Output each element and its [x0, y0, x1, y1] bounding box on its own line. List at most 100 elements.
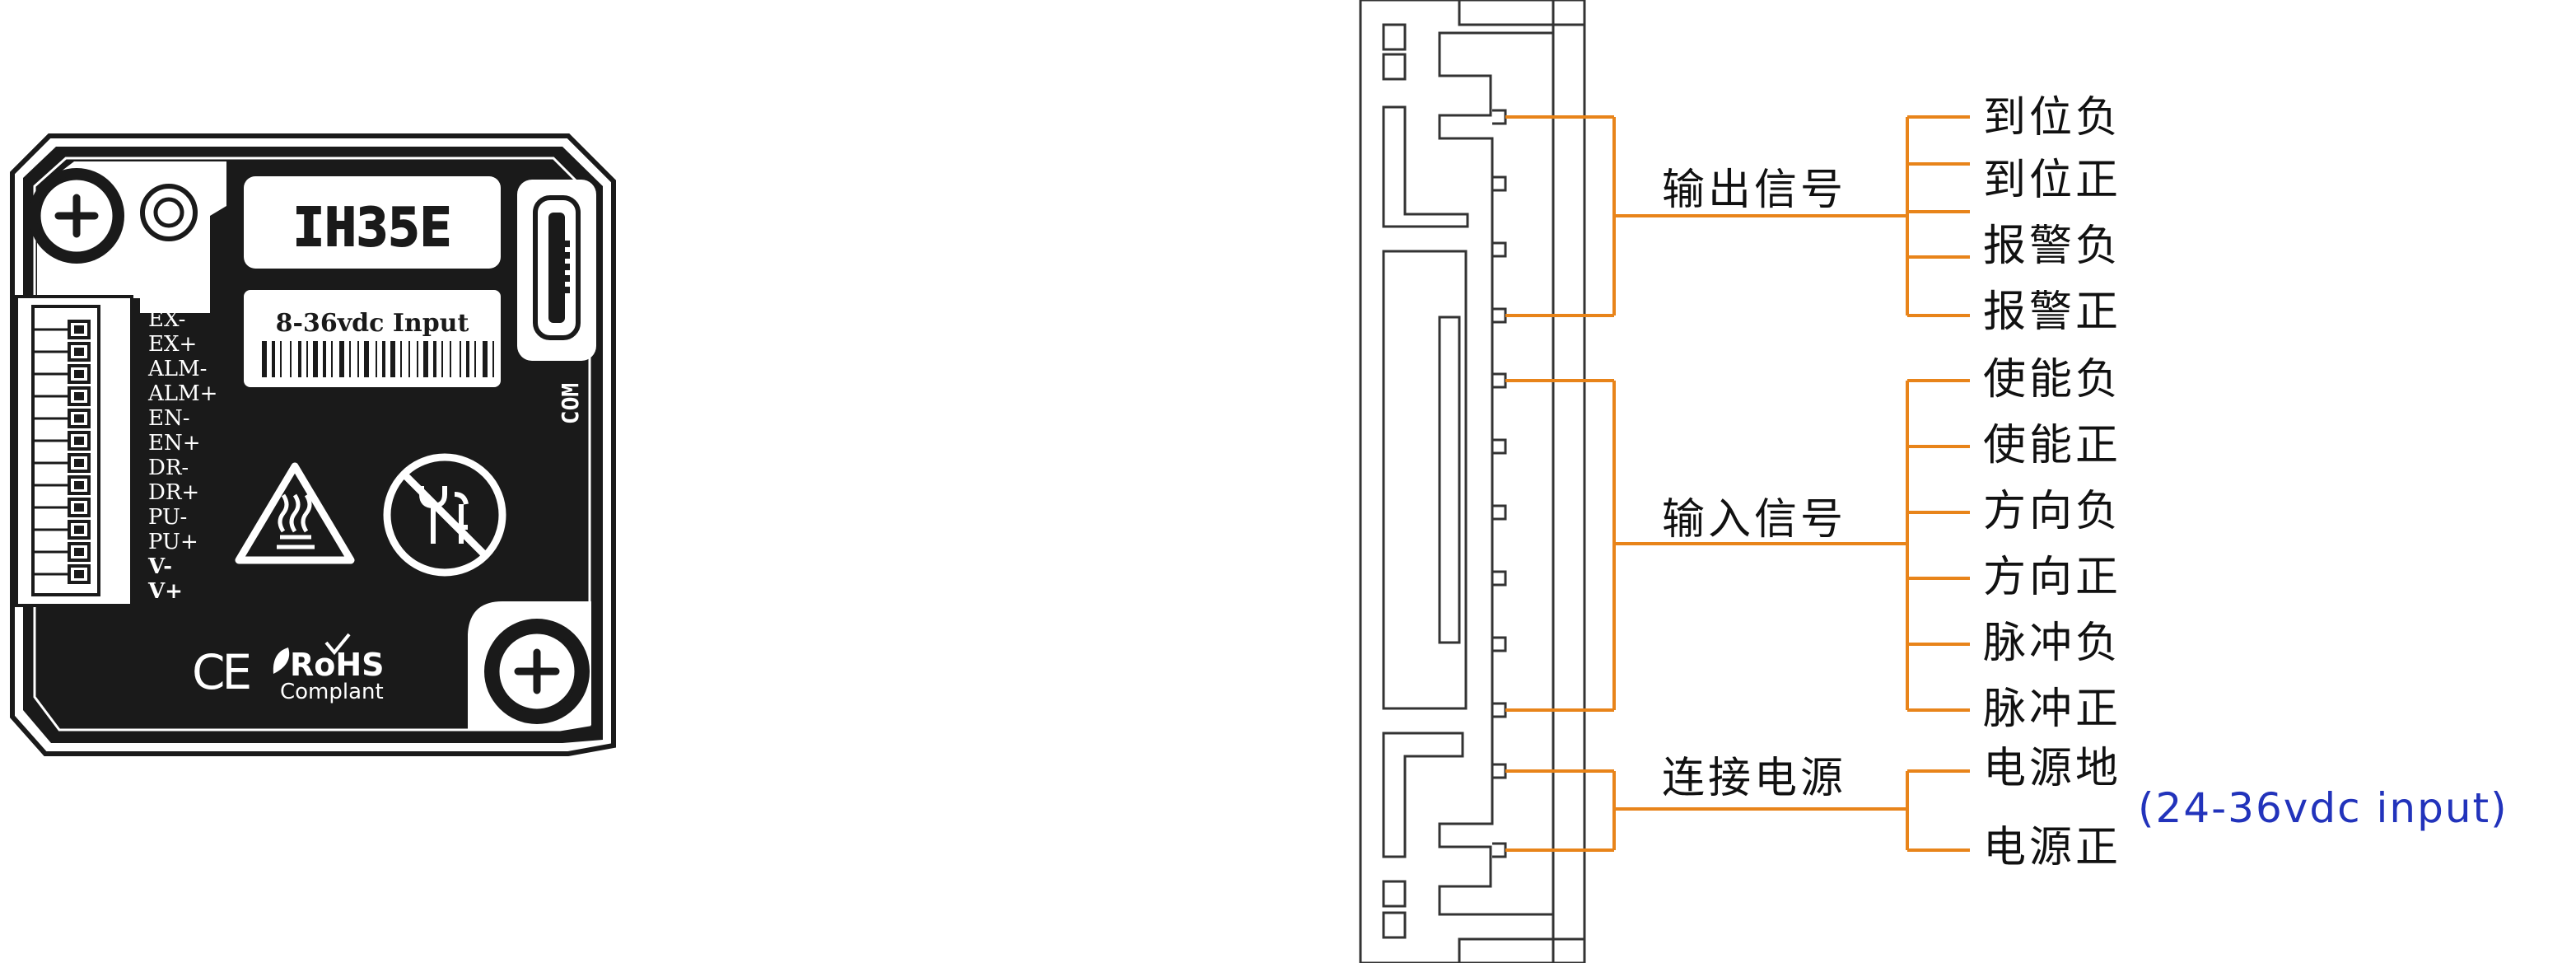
signal-label: 电源地	[1983, 744, 2121, 793]
pin-label: PU+	[148, 530, 198, 554]
pin-label: EX+	[148, 332, 197, 357]
barcode-icon	[262, 341, 494, 377]
connector-pin-core	[74, 348, 84, 356]
ce-mark: CE	[192, 644, 249, 700]
plus-icon-2	[514, 648, 560, 694]
barcode-bar	[400, 341, 402, 377]
connector-inner-outline	[1438, 31, 1553, 916]
signal-label: 方向正	[1983, 553, 2121, 602]
connector-pin-core	[74, 325, 84, 334]
barcode-bar	[349, 341, 351, 377]
signal-label: 脉冲正	[1983, 685, 2121, 734]
connector-pin-core	[74, 414, 84, 423]
com-pin	[565, 287, 570, 293]
barcode-bar	[306, 341, 308, 377]
barcode-bar	[492, 341, 494, 377]
signal-label: 到位正	[1983, 156, 2121, 205]
pin-label: EN-	[148, 406, 190, 431]
barcode-bar	[364, 341, 369, 377]
device-illustration: IH35E 8-36vdc Input LED EX-EX+ALM-ALM+EN…	[10, 133, 616, 756]
barcode-bar	[290, 341, 292, 377]
signal-label: 使能负	[1983, 355, 2121, 404]
barcode-bar	[483, 341, 488, 377]
pin-label: EX-	[148, 307, 185, 332]
signal-label: 脉冲负	[1983, 619, 2121, 668]
model-label-box	[244, 176, 501, 269]
connector-pin-array	[33, 320, 91, 584]
group-label-input: 输入信号	[1662, 495, 1846, 545]
com-pin	[565, 252, 570, 259]
no-disassembly-icon	[383, 453, 506, 577]
barcode-bar	[417, 341, 418, 377]
barcode-bar	[280, 341, 282, 377]
barcode-bar	[313, 341, 318, 377]
connector-pin-slot	[1492, 438, 1507, 455]
signal-label: 使能正	[1983, 421, 2121, 470]
pin-label: V-	[147, 554, 172, 579]
power-note: (24-36vdc input)	[2138, 784, 2508, 832]
rohs-mark: RoHS	[290, 647, 385, 683]
group-label-output: 输出信号	[1662, 166, 1846, 215]
model-label: IH35E	[293, 198, 452, 259]
input-spec-label: 8-36vdc Input	[276, 309, 469, 338]
pin-label: PU-	[148, 505, 187, 530]
signal-label: 报警正	[1983, 287, 2121, 337]
connector-pin-core	[74, 481, 84, 489]
connector-pin-core	[74, 392, 84, 400]
com-pin	[565, 264, 570, 270]
signal-label: 方向负	[1983, 487, 2121, 536]
barcode-bar	[441, 341, 443, 377]
com-pin	[565, 275, 570, 282]
barcode-bar	[262, 341, 267, 377]
connector-pin-slot	[1492, 504, 1507, 521]
leaf-icon	[273, 633, 351, 674]
barcode-bar	[474, 341, 476, 377]
led-label: LED	[147, 274, 191, 303]
pin-label: DR+	[148, 480, 199, 505]
com-port-pins	[565, 241, 570, 293]
barcode-bar	[339, 341, 344, 377]
barcode-bar	[390, 341, 395, 377]
connector-pin-slot	[1492, 241, 1507, 258]
connector-side-view	[1359, 0, 1586, 963]
com-pin	[565, 241, 570, 247]
connector-pin-core	[74, 459, 84, 467]
barcode-bar	[376, 341, 377, 377]
signal-label: 报警负	[1983, 222, 2121, 271]
com-label: COM	[557, 383, 584, 425]
pin-label: V+	[147, 579, 183, 604]
signal-label: 电源正	[1983, 823, 2121, 872]
barcode-bar	[331, 341, 333, 377]
signal-label: 到位负	[1983, 93, 2121, 143]
barcode-bar	[298, 341, 301, 377]
barcode-bar	[433, 341, 436, 377]
connector-pin-core	[74, 370, 84, 378]
connector-pin-slot	[1492, 636, 1507, 652]
pin-label: ALM-	[147, 357, 207, 381]
connector-pin-core	[74, 570, 84, 578]
barcode-bar	[357, 341, 359, 377]
barcode-bar	[272, 341, 275, 377]
pin-label: ALM+	[147, 381, 217, 406]
wiring-lines	[1505, 115, 1970, 852]
barcode-bar	[423, 341, 428, 377]
barcode-bar	[460, 341, 461, 377]
barcode-bar	[450, 341, 451, 377]
spec-label-box	[244, 290, 501, 387]
connector-pin-core	[74, 526, 84, 534]
barcode-bar	[408, 341, 410, 377]
pin-label: EN+	[148, 431, 201, 456]
connector-pin-slot	[1492, 570, 1507, 587]
pin-label: DR-	[148, 456, 189, 480]
barcode-bar	[466, 341, 469, 377]
plus-icon	[54, 194, 99, 238]
pin-label-list: EX-EX+ALM-ALM+EN-EN+DR-DR+PU-PU+V-V+	[147, 307, 217, 604]
connector-body-outline	[1359, 0, 1586, 963]
hot-surface-warning-icon	[235, 462, 355, 564]
connector-pin-slot	[1492, 175, 1507, 192]
barcode-bar	[323, 341, 326, 377]
connector-pin-core	[74, 503, 84, 512]
rohs-sub: Complant	[280, 680, 384, 704]
connector-pin-core	[74, 437, 84, 445]
